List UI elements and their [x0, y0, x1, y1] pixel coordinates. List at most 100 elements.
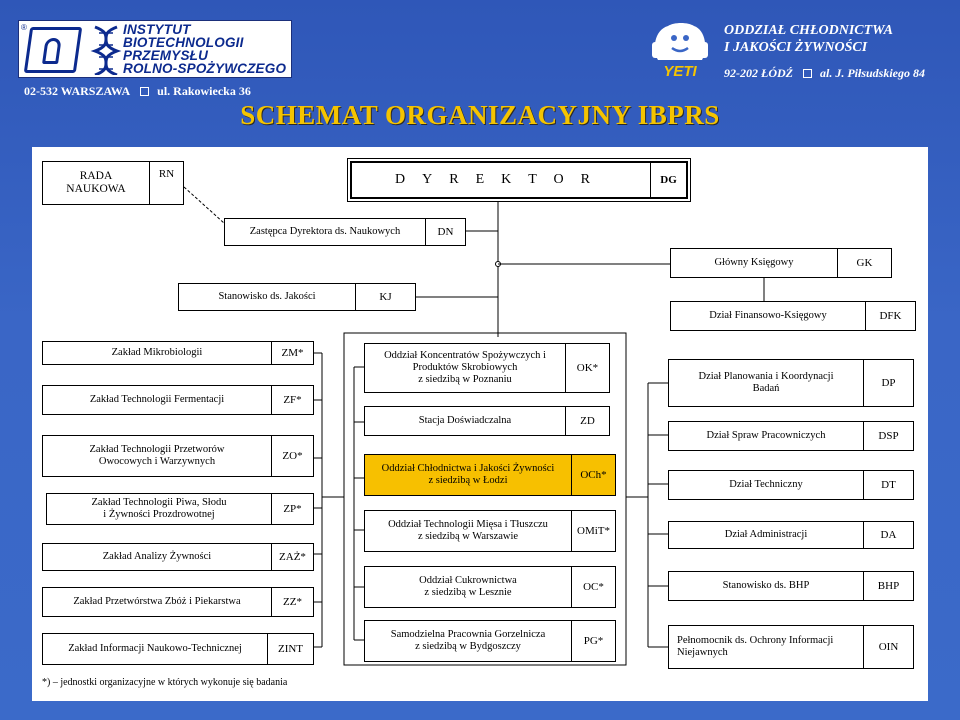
- slide-title: SCHEMAT ORGANIZACYJNY IBPRS: [240, 100, 720, 130]
- unit-code: OK*: [565, 344, 609, 392]
- unit-code: KJ: [355, 284, 415, 310]
- institute-name-line: PRZEMYSŁU: [123, 48, 209, 63]
- unit-code: DP: [863, 360, 913, 406]
- unit-label: Zakład Technologii Piwa, Słodu i Żywnośc…: [91, 497, 227, 520]
- unit-code: OCh*: [571, 455, 615, 495]
- unit-label: Dział Administracji: [724, 529, 808, 540]
- address-warsaw: 02-532 WARSZAWA ul. Rakowiecka 36: [24, 84, 251, 99]
- branch-name: ODDZIAŁ CHŁODNICTWA I JAKOŚCI ŻYWNOŚCI: [724, 22, 956, 56]
- address-warsaw-city: 02-532 WARSZAWA: [24, 84, 131, 98]
- unit-code: ZINT: [267, 634, 313, 664]
- institute-name-line: BIOTECHNOLOGII: [123, 35, 244, 50]
- bullet-square-icon: [803, 69, 812, 78]
- branch-name-line2: I JAKOŚCI ŻYWNOŚCI: [724, 40, 868, 55]
- unit-code: RN: [149, 162, 183, 204]
- box-left-unit: Zakład Technologii Przetworów Owocowych …: [42, 435, 314, 477]
- unit-code: ZO*: [271, 436, 313, 476]
- branch-name-line1: ODDZIAŁ CHŁODNICTWA: [724, 23, 893, 38]
- institute-name: INSTYTUT BIOTECHNOLOGII PRZEMYSŁU ROLNO-…: [123, 22, 291, 76]
- box-department: Dział Techniczny DT: [668, 470, 914, 500]
- institute-name-line: ROLNO-SPOŻYWCZEGO: [123, 61, 287, 76]
- org-chart: RADA NAUKOWA RN DYREKTOR DG Zastępca Dyr…: [32, 147, 928, 701]
- box-department: Stanowisko ds. BHP BHP: [668, 571, 914, 601]
- unit-code: DSP: [863, 422, 913, 450]
- unit-label: Główny Księgowy: [714, 257, 794, 268]
- box-left-unit: Zakład Technologii Piwa, Słodu i Żywnośc…: [46, 493, 314, 525]
- unit-label: Zakład Przetwórstwa Zbóż i Piekarstwa: [73, 596, 241, 607]
- unit-code: DA: [863, 522, 913, 548]
- unit-code: DT: [863, 471, 913, 499]
- unit-code: ZM*: [271, 342, 313, 364]
- box-quality-post: Stanowisko ds. Jakości KJ: [178, 283, 416, 311]
- unit-label: Dział Finansowo-Księgowy: [709, 310, 827, 321]
- box-director: DYREKTOR DG: [347, 158, 691, 202]
- unit-label: Zakład Informacji Naukowo-Technicznej: [68, 643, 242, 654]
- unit-label: Samodzielna Pracownia Gorzelnicza z sied…: [390, 629, 546, 652]
- unit-label: Zastępca Dyrektora ds. Naukowych: [249, 226, 401, 237]
- unit-label: Oddział Chłodnictwa i Jakości Żywności z…: [381, 463, 555, 486]
- unit-code: ZF*: [271, 386, 313, 414]
- box-chief-accountant: Główny Księgowy GK: [670, 248, 892, 278]
- registered-mark: ®: [21, 23, 27, 32]
- unit-code: OC*: [571, 567, 615, 607]
- institute-emblem-icon: [23, 27, 83, 73]
- box-department: Pełnomocnik ds. Ochrony Informacji Nieja…: [668, 625, 914, 669]
- unit-label: RADA NAUKOWA: [66, 170, 126, 195]
- box-department: Dział Administracji DA: [668, 521, 914, 549]
- unit-code: DFK: [865, 302, 915, 330]
- box-scientific-council: RADA NAUKOWA RN: [42, 161, 184, 205]
- institute-name-line: INSTYTUT: [123, 22, 191, 37]
- unit-label: Dział Spraw Pracowniczych: [706, 430, 826, 441]
- unit-label: Dział Techniczny: [729, 479, 803, 490]
- yeti-logo-text: YETI: [663, 63, 697, 78]
- box-left-unit: Zakład Informacji Naukowo-Technicznej ZI…: [42, 633, 314, 665]
- box-deputy-director: Zastępca Dyrektora ds. Naukowych DN: [224, 218, 466, 246]
- yeti-logo-icon: YETI: [652, 23, 708, 78]
- unit-code: OIN: [863, 626, 913, 668]
- address-lodz: 92-202 ŁÓDŹ al. J. Piłsudskiego 84: [724, 66, 925, 81]
- box-finance-department: Dział Finansowo-Księgowy DFK: [670, 301, 916, 331]
- box-left-unit: Zakład Przetwórstwa Zbóż i Piekarstwa ZZ…: [42, 587, 314, 617]
- unit-label: Stanowisko ds. Jakości: [218, 291, 316, 302]
- unit-code: ZZ*: [271, 588, 313, 616]
- box-department: Dział Spraw Pracowniczych DSP: [668, 421, 914, 451]
- unit-label: Pełnomocnik ds. Ochrony Informacji Nieja…: [677, 635, 834, 658]
- box-left-unit: Zakład Technologii Fermentacji ZF*: [42, 385, 314, 415]
- address-lodz-city: 92-202 ŁÓDŹ: [724, 66, 793, 80]
- unit-label: Zakład Analizy Żywności: [102, 551, 212, 562]
- box-branch-unit: Oddział Cukrownictwa z siedzibą w Leszni…: [364, 566, 616, 608]
- unit-code: PG*: [571, 621, 615, 661]
- unit-code: DN: [425, 219, 465, 245]
- unit-label: Zakład Technologii Fermentacji: [89, 394, 225, 405]
- unit-code: OMiT*: [571, 511, 615, 551]
- footnote: *) – jednostki organizacyjne w których w…: [42, 677, 288, 688]
- institute-logo: ® INSTYTUT BIOTECHNOLOGII PRZEMYSŁU ROLN…: [18, 20, 292, 78]
- bullet-square-icon: [140, 87, 150, 96]
- address-warsaw-street: ul. Rakowiecka 36: [157, 84, 251, 98]
- unit-label: DYREKTOR: [395, 172, 607, 187]
- unit-code: BHP: [863, 572, 913, 600]
- unit-code: GK: [837, 249, 891, 277]
- box-branch-unit: Oddział Koncentratów Spożywczych i Produ…: [364, 343, 610, 393]
- unit-code: ZAŻ*: [271, 544, 313, 570]
- unit-label: Stacja Doświadczalna: [418, 415, 512, 426]
- org-chart-connectors: [183, 186, 765, 666]
- unit-label: Zakład Mikrobiologii: [111, 347, 203, 358]
- box-department: Dział Planowania i Koordynacji Badań DP: [668, 359, 914, 407]
- unit-label: Zakład Technologii Przetworów Owocowych …: [89, 444, 225, 467]
- unit-label: Oddział Koncentratów Spożywczych i Produ…: [384, 350, 546, 385]
- unit-label: Dział Planowania i Koordynacji Badań: [698, 371, 834, 394]
- dna-helix-icon: [90, 25, 122, 75]
- box-branch-unit: Stacja Doświadczalna ZD: [364, 406, 610, 436]
- unit-label: Stanowisko ds. BHP: [722, 580, 810, 591]
- unit-label: Oddział Cukrownictwa z siedzibą w Leszni…: [419, 575, 517, 598]
- box-branch-unit: Samodzielna Pracownia Gorzelnicza z sied…: [364, 620, 616, 662]
- box-left-unit: Zakład Mikrobiologii ZM*: [42, 341, 314, 365]
- unit-code: DG: [650, 163, 686, 197]
- unit-code: ZD: [565, 407, 609, 435]
- unit-label: Oddział Technologii Mięsa i Tłuszczu z s…: [388, 519, 548, 542]
- emblem-inner-shape: [42, 38, 62, 64]
- unit-code: ZP*: [271, 494, 313, 524]
- address-lodz-street: al. J. Piłsudskiego 84: [820, 66, 926, 80]
- box-left-unit: Zakład Analizy Żywności ZAŻ*: [42, 543, 314, 571]
